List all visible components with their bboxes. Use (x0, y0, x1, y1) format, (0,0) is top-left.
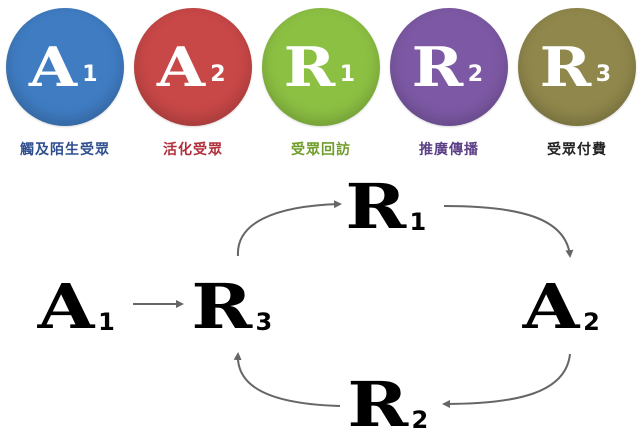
cycle-node-a2-letter: A (522, 270, 580, 343)
stage-a2-subscript: 2 (210, 61, 226, 87)
stage-r2-label: 推廣傳播 (419, 142, 479, 158)
cycle-node-r1-subscript: 1 (409, 208, 427, 236)
stage-a1-subscript: 1 (82, 61, 98, 87)
stage-r2-letter: R (411, 35, 464, 99)
stage-a2-label: 活化受眾 (163, 142, 223, 158)
stage-r1-subscript: 1 (339, 61, 356, 87)
stage-r3-subscript: 3 (595, 61, 612, 87)
cycle-node-r2-subscript: 2 (411, 406, 429, 434)
cycle-node-r2-letter: R (347, 368, 409, 441)
cycle-node-a1-letter: A (37, 270, 95, 343)
arrow-r2-to-r3 (233, 352, 341, 407)
cycle-node-r1-letter: R (345, 170, 407, 243)
arrow-a2-to-r2 (442, 353, 571, 408)
stage-a1-label: 觸及陌生受眾 (20, 142, 110, 158)
arrow-r1-to-a2 (443, 205, 574, 258)
stage-r2-subscript: 2 (467, 61, 484, 87)
stage-r1-label: 受眾回訪 (291, 142, 351, 158)
stage-r3-label: 受眾付費 (547, 142, 607, 158)
stage-r1-letter: R (283, 35, 336, 99)
arrow-r3-to-r1 (236, 200, 342, 257)
cycle-node-a1-subscript: 1 (98, 308, 115, 336)
stage-a1-letter: A (29, 35, 78, 99)
stage-r3-letter: R (539, 35, 592, 99)
cycle-node-a2-subscript: 2 (583, 308, 600, 336)
stage-a2-letter: A (157, 35, 206, 99)
cycle-node-r3-subscript: 3 (255, 308, 273, 336)
cycle-node-r3-letter: R (191, 270, 253, 343)
